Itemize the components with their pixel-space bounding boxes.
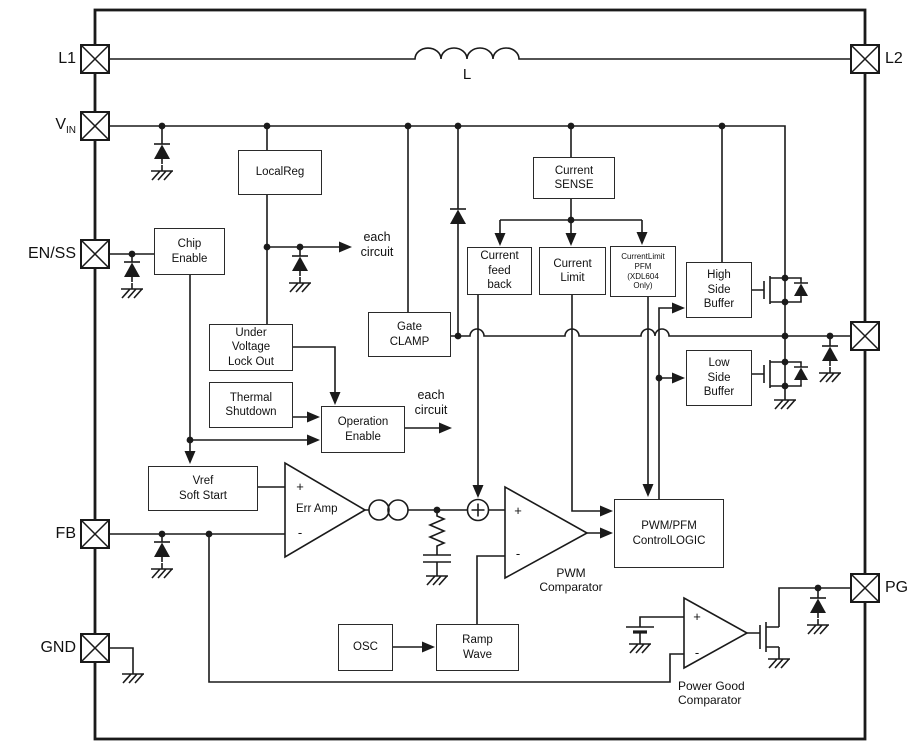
inductor-label: L: [462, 66, 472, 83]
junction-dots: [128, 122, 834, 592]
pwm-comparator-label: PWM Comparator: [539, 566, 603, 595]
err-amp-plus: +: [296, 479, 304, 494]
pin-sw: [850, 321, 880, 351]
localreg-diode: [291, 251, 309, 277]
ic-boundary: [93, 8, 867, 741]
block-low-side-buffer: Low Side Buffer: [686, 350, 752, 406]
block-uvlo: Under Voltage Lock Out: [209, 324, 293, 371]
pg-esd-diode: [809, 593, 827, 619]
power-good-comparator-triangle: [683, 596, 749, 670]
bootstrap-diode: [449, 204, 467, 230]
pwm-minus: -: [515, 546, 521, 561]
pin-l2: [850, 44, 880, 74]
block-vref-soft-start: Vref Soft Start: [148, 466, 258, 511]
pwm-comparator-triangle: [504, 485, 589, 580]
pwm-plus: +: [514, 503, 522, 518]
pin-vin: [80, 111, 110, 141]
each-circuit-label-top: each circuit: [360, 230, 394, 259]
pin-gnd: [80, 633, 110, 663]
block-current-limit: Current Limit: [539, 247, 606, 295]
block-high-side-buffer: High Side Buffer: [686, 262, 752, 318]
pin-label-fb: FB: [55, 525, 76, 542]
block-current-sense: Current SENSE: [533, 157, 615, 199]
pin-fb: [80, 519, 110, 549]
err-amp-minus: -: [297, 525, 303, 540]
vin-esd-diode: [153, 139, 171, 165]
each-circuit-label-mid: each circuit: [414, 388, 448, 417]
pg-mosfet: [747, 622, 780, 653]
pin-label-enss: EN/SS: [27, 245, 76, 262]
err-amp-label: Err Amp: [296, 503, 338, 515]
fb-esd-diode: [153, 537, 171, 563]
err-amp-triangle: [284, 461, 367, 559]
pin-pg: [850, 573, 880, 603]
high-side-mosfet: [752, 276, 802, 304]
block-current-limit-pfm: CurrentLimit PFM (XDL604 Only): [610, 246, 676, 297]
block-osc: OSC: [338, 624, 393, 671]
current-mirror-symbol: [368, 499, 409, 521]
block-local-reg: LocalReg: [238, 150, 322, 195]
block-gate-clamp: Gate CLAMP: [368, 312, 451, 357]
block-ramp-wave: Ramp Wave: [436, 624, 519, 671]
block-current-feedback: Current feed back: [467, 247, 532, 295]
block-operation-enable: Operation Enable: [321, 406, 405, 453]
gate-clamp-wire: [451, 328, 851, 337]
sw-esd-diode: [821, 341, 839, 367]
power-good-comparator-label: Power Good Comparator: [678, 679, 745, 708]
low-side-body-diode: [793, 363, 809, 385]
enss-esd-diode: [123, 257, 141, 283]
pin-label-l2: L2: [885, 50, 903, 67]
inductor-wire: [110, 47, 850, 60]
block-chip-enable: Chip Enable: [154, 228, 225, 275]
pin-enss: [80, 239, 110, 269]
pin-l1: [80, 44, 110, 74]
pin-label-vin: VIN: [55, 116, 76, 137]
high-side-body-diode: [793, 279, 809, 301]
pg-minus: -: [694, 645, 700, 660]
low-side-mosfet: [752, 360, 802, 388]
pin-label-pg: PG: [885, 579, 909, 596]
block-control-logic: PWM/PFM ControlLOGIC: [614, 499, 724, 568]
block-thermal-shutdown: Thermal Shutdown: [209, 382, 293, 428]
pg-plus: +: [693, 609, 701, 624]
pin-label-gnd: GND: [40, 639, 76, 656]
summing-junction: [466, 498, 490, 522]
pin-label-l1: L1: [58, 50, 76, 67]
